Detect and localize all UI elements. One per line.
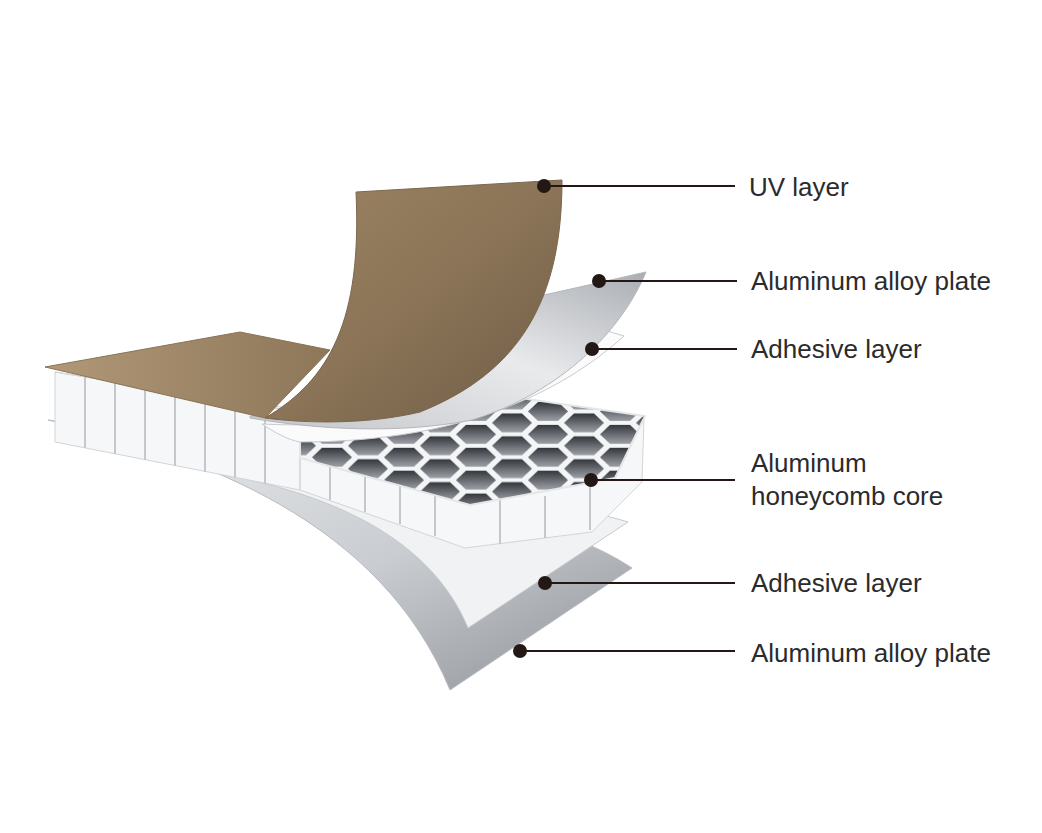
leader-dot bbox=[585, 342, 599, 356]
leader-dot bbox=[513, 644, 527, 658]
leader-dot bbox=[592, 274, 606, 288]
leader-dot bbox=[584, 473, 598, 487]
leader-line bbox=[591, 479, 735, 481]
leader-line bbox=[599, 280, 737, 282]
leader-line bbox=[592, 348, 737, 350]
part-label: Aluminum honeycomb core bbox=[751, 447, 977, 513]
uv-layer-curl bbox=[265, 180, 562, 422]
leader-line bbox=[520, 650, 735, 652]
part-label: Adhesive layer bbox=[751, 567, 922, 600]
leader-dot bbox=[538, 576, 552, 590]
leader-lines bbox=[520, 186, 737, 651]
leader-dot bbox=[537, 179, 551, 193]
leader-line bbox=[545, 582, 735, 584]
part-label: Adhesive layer bbox=[751, 333, 922, 366]
part-label: Aluminum alloy plate bbox=[751, 265, 991, 298]
part-label: Aluminum alloy plate bbox=[751, 637, 991, 670]
part-label: UV layer bbox=[749, 171, 849, 204]
leader-line bbox=[544, 185, 735, 187]
leader-dots bbox=[513, 179, 606, 658]
